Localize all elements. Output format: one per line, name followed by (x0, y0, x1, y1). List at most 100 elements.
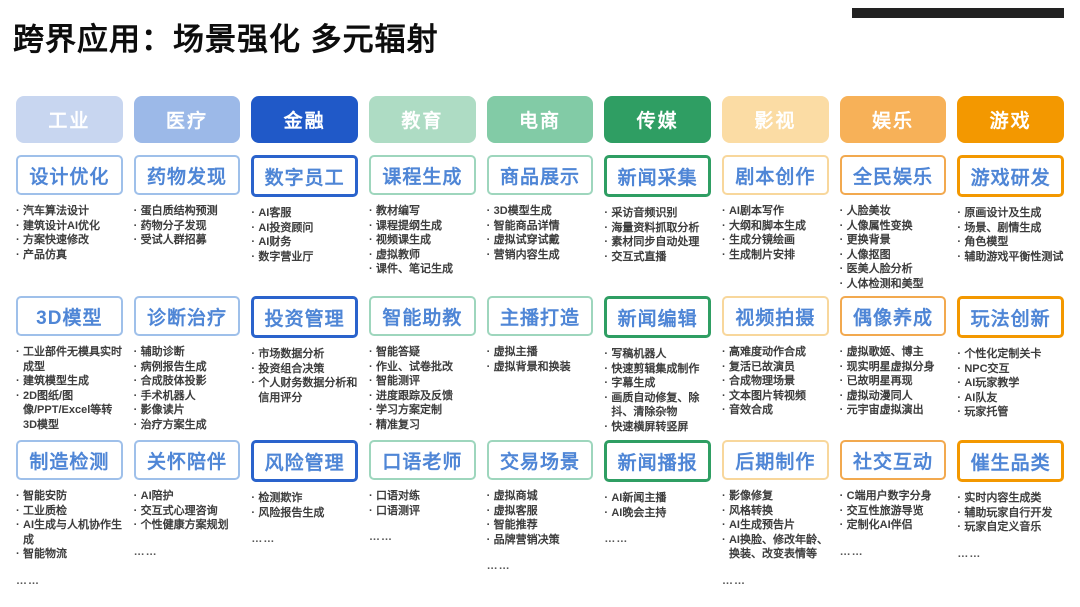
bullet-item: 3D模型生成 (487, 204, 594, 219)
application-card: 视频拍摄高难度动作合成复活已故演员合成物理场景文本图片转视频音效合成 (721, 296, 829, 428)
application-card: 关怀陪伴AI陪护交互式心理咨询个性健康方案规划…… (133, 440, 241, 590)
application-card: 新闻采集采访音频识别海量资料抓取分析素材同步自动处理交互式直播 (604, 155, 711, 284)
bullet-item: 虚拟商城 (487, 489, 594, 504)
bullet-item: 数字营业厅 (251, 250, 358, 265)
bullet-item: 营销内容生成 (487, 248, 594, 263)
top-accent-bar (852, 8, 1064, 18)
bullet-item: 风格转换 (722, 504, 829, 519)
bullet-item: 市场数据分析 (251, 347, 358, 362)
card-bullet-list: 市场数据分析投资组合决策个人财务数据分析和信用评分 (251, 347, 358, 405)
card-title: 智能助教 (368, 296, 476, 336)
bullet-item: 素材同步自动处理 (604, 235, 711, 250)
card-bullet-list: AI新闻主播AI晚会主持…… (604, 491, 711, 547)
card-title: 全民娱乐 (839, 155, 947, 195)
bullet-item: AI陪护 (134, 489, 241, 504)
bullet-item: AI队友 (957, 391, 1064, 406)
bullet-item: 人像抠图 (840, 248, 947, 263)
card-title: 设计优化 (16, 155, 123, 195)
card-title: 游戏研发 (957, 155, 1064, 197)
card-bullet-list: 智能答疑作业、试卷批改智能测评进度跟踪及反馈学习方案定制精准复习 (369, 345, 476, 432)
bullet-item: 人脸美妆 (840, 204, 947, 219)
bullet-item: 元宇宙虚拟演出 (840, 403, 947, 418)
application-card: 智能助教智能答疑作业、试卷批改智能测评进度跟踪及反馈学习方案定制精准复习 (368, 296, 476, 432)
bullet-item: AI剧本写作 (722, 204, 829, 219)
bullet-item: 辅助玩家自行开发 (957, 506, 1064, 521)
ellipsis-more: …… (957, 547, 982, 560)
bullet-item: 方案快速修改 (16, 233, 123, 248)
application-card: 投资管理市场数据分析投资组合决策个人财务数据分析和信用评分 (251, 296, 358, 428)
card-title: 催生品类 (957, 440, 1064, 482)
card-bullet-list: C端用户数字分身交互性旅游导览定制化AI伴侣…… (840, 489, 947, 559)
bullet-item: 虚拟主播 (487, 345, 594, 360)
industry-chip-2: 医疗 (133, 96, 241, 143)
card-title: 新闻播报 (604, 440, 711, 482)
bullet-item: 虚拟教师 (369, 248, 476, 263)
card-bullet-list: 汽车算法设计建筑设计AI优化方案快速修改产品仿真 (16, 204, 123, 262)
application-card: 新闻播报 AI新闻主播AI晚会主持…… (604, 440, 711, 590)
card-bullet-list: 蛋白质结构预测药物分子发现受试人群招募 (134, 204, 241, 248)
application-card: 催生品类实时内容生成类辅助玩家自行开发玩家自定义音乐…… (957, 440, 1064, 590)
application-card: 商品展示 3D模型生成智能商品详情虚拟试穿试戴营销内容生成 (486, 155, 594, 284)
bullet-item: 口语测评 (369, 504, 476, 519)
bullet-item: 医美人脸分析 (840, 262, 947, 277)
bullet-item: 交互式心理咨询 (134, 504, 241, 519)
card-bullet-list: 采访音频识别海量资料抓取分析素材同步自动处理交互式直播 (604, 206, 711, 264)
bullet-item: 采访音频识别 (604, 206, 711, 221)
bullet-item: 智能物流 (16, 547, 123, 562)
bullet-item: 个性化定制关卡 (957, 347, 1064, 362)
card-title: 主播打造 (486, 296, 594, 336)
card-bullet-list: 虚拟主播虚拟背景和换装 (487, 345, 594, 374)
bullet-item: 工业部件无模具实时成型 (16, 345, 123, 374)
bullet-item: AI投资顾问 (251, 221, 358, 236)
card-bullet-list: 人脸美妆人像属性变换更换背景人像抠图医美人脸分析人体检测和美型 (840, 204, 947, 291)
card-title: 药物发现 (133, 155, 241, 195)
card-title: 制造检测 (16, 440, 123, 480)
bullet-item: 智能推荐 (487, 518, 594, 533)
bullet-item: 虚拟背景和换装 (487, 360, 594, 375)
card-title: 3D模型 (16, 296, 123, 336)
card-title: 交易场景 (486, 440, 594, 480)
bullet-item: 课程提纲生成 (369, 219, 476, 234)
industry-chip-5: 电商 (486, 96, 594, 143)
bullet-item: 已故明星再现 (840, 374, 947, 389)
ellipsis-more: …… (839, 545, 864, 558)
bullet-item: 定制化AI伴侣 (840, 518, 947, 533)
card-bullet-list: 检测欺诈风险报告生成…… (251, 491, 358, 547)
bullet-item: AI生成预告片 (722, 518, 829, 533)
bullet-item: 海量资料抓取分析 (604, 221, 711, 236)
application-card: 偶像养成虚拟歌姬、博主现实明星虚拟分身已故明星再现虚拟动漫同人元宇宙虚拟演出 (839, 296, 947, 428)
bullet-item: 智能商品详情 (487, 219, 594, 234)
bullet-item: 文本图片转视频 (722, 389, 829, 404)
bullet-item: 工业质检 (16, 504, 123, 519)
bullet-item: 蛋白质结构预测 (134, 204, 241, 219)
card-title: 关怀陪伴 (133, 440, 241, 480)
bullet-item: 画质自动修复、除抖、清除杂物 (604, 391, 711, 420)
bullet-item: 建筑模型生成 (16, 374, 123, 389)
bullet-item: 高难度动作合成 (722, 345, 829, 360)
bullet-item: 学习方案定制 (369, 403, 476, 418)
card-bullet-list: 智能安防工业质检AI生成与人机协作生成智能物流…… (16, 489, 123, 588)
bullet-item: 人体检测和美型 (840, 277, 947, 292)
industry-chip-7: 影视 (721, 96, 829, 143)
bullet-item: 影像读片 (134, 403, 241, 418)
bullet-item: 治疗方案生成 (134, 418, 241, 433)
bullet-item: 教材编写 (369, 204, 476, 219)
bullet-item: AI客服 (251, 206, 358, 221)
bullet-item: 辅助诊断 (134, 345, 241, 360)
application-card: 课程生成教材编写课程提纲生成视频课生成虚拟教师课件、笔记生成 (368, 155, 476, 284)
card-title: 投资管理 (251, 296, 358, 338)
bullet-item: 音效合成 (722, 403, 829, 418)
industry-chip-6: 传媒 (604, 96, 711, 143)
application-card: 剧本创作AI剧本写作大纲和脚本生成生成分镜绘画生成制片安排 (721, 155, 829, 284)
application-card: 玩法创新个性化定制关卡NPC交互AI玩家教学AI队友玩家托管 (957, 296, 1064, 428)
bullet-item: 建筑设计AI优化 (16, 219, 123, 234)
card-title: 玩法创新 (957, 296, 1064, 338)
ellipsis-more: …… (251, 533, 276, 546)
card-title: 商品展示 (486, 155, 594, 195)
card-bullet-list: AI客服AI投资顾问AI财务数字营业厅 (251, 206, 358, 264)
bullet-item: 交互式直播 (604, 250, 711, 265)
bullet-item: AI换脸、修改年龄、换装、改变表情等 (722, 533, 829, 562)
bullet-item: 精准复习 (369, 418, 476, 433)
bullet-item: 视频课生成 (369, 233, 476, 248)
card-bullet-list: 3D模型生成智能商品详情虚拟试穿试戴营销内容生成 (487, 204, 594, 262)
